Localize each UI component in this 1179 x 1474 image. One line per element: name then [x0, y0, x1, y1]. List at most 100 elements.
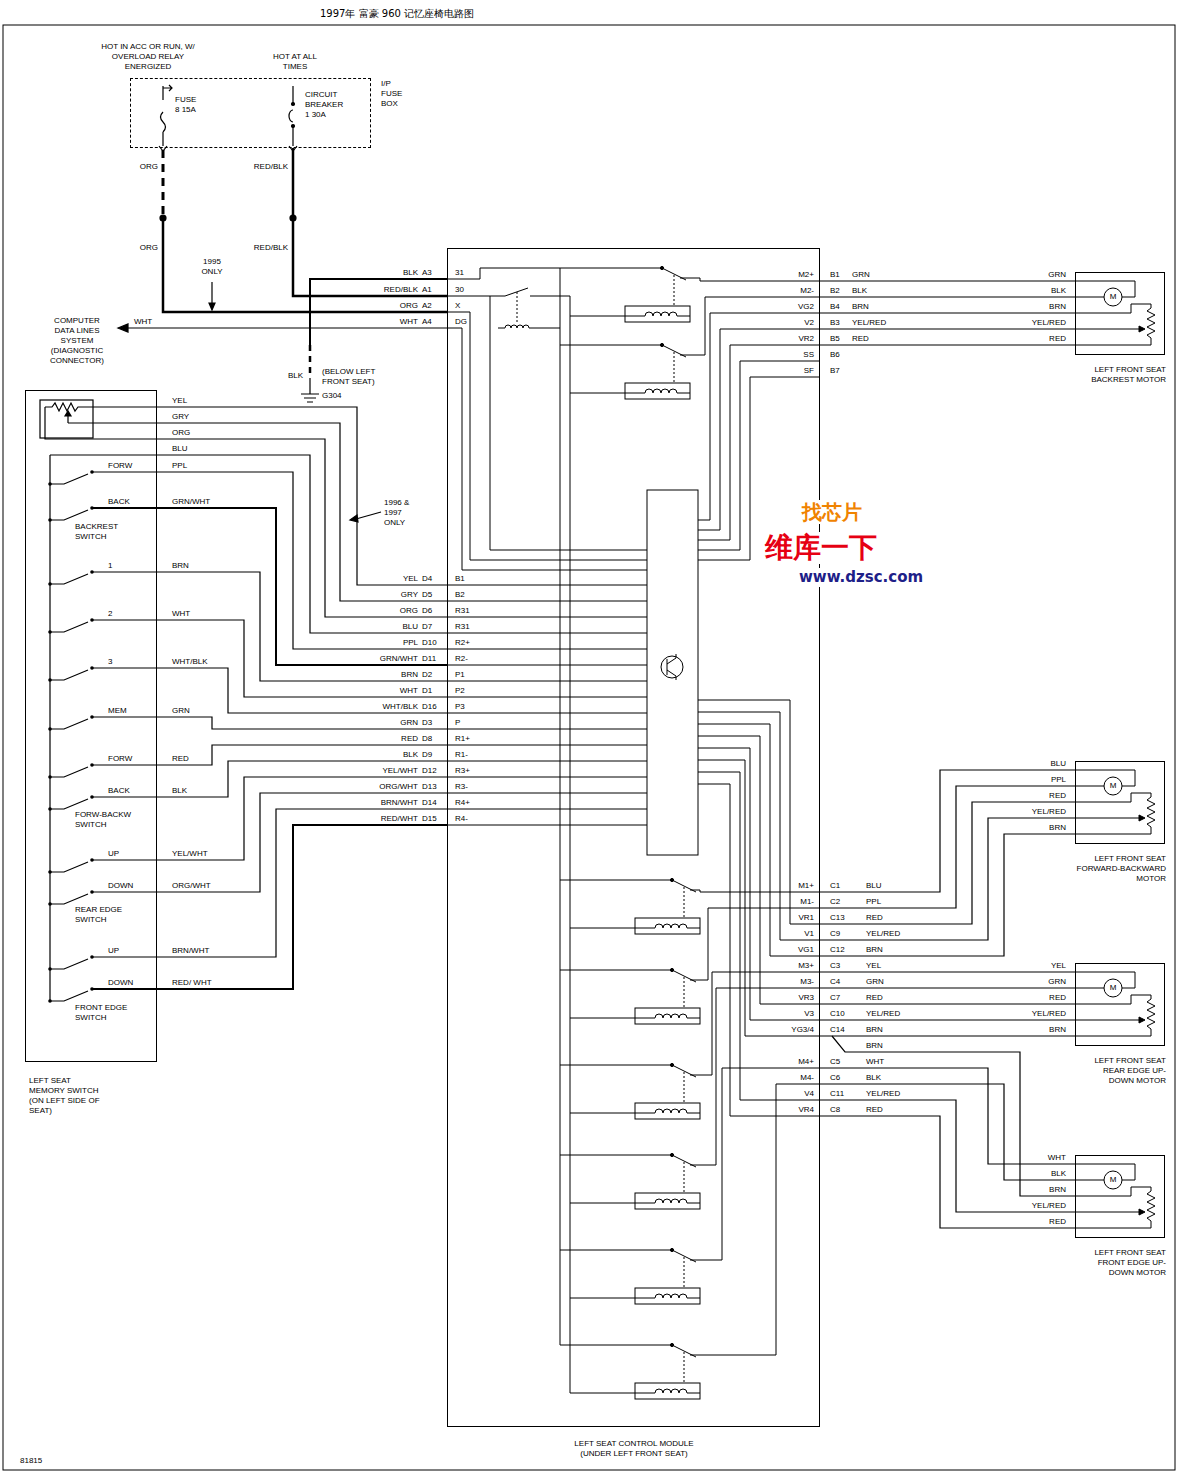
module-internals — [635, 968, 700, 1024]
wire-label: BRN — [1049, 302, 1066, 312]
wire-label: R3- — [455, 782, 468, 792]
pin-number: D6 — [422, 606, 432, 616]
module-internals — [560, 268, 570, 1393]
pin-number: D14 — [422, 798, 437, 808]
pin-number: D13 — [422, 782, 437, 792]
wire-connector — [820, 1068, 1075, 1164]
pin-number: B2 — [830, 286, 840, 296]
wire-label: ORG/WHT — [379, 782, 418, 792]
wire-label: GRN — [866, 977, 884, 987]
switch-wiring — [48, 902, 52, 906]
module-internals — [647, 490, 698, 855]
module-internals — [625, 343, 690, 399]
wire-label: RED — [172, 754, 189, 764]
wire-label: WHT — [400, 686, 418, 696]
wire-label: UP — [108, 946, 119, 956]
switch-wiring — [48, 582, 52, 586]
wire-label: VR2 — [798, 334, 814, 344]
motor-wiring — [820, 281, 1155, 1228]
wire-label: PPL — [403, 638, 418, 648]
wire-label: R1- — [455, 750, 468, 760]
module-internals — [698, 700, 820, 1116]
wire-label: V4 — [804, 1089, 814, 1099]
pin-number: D5 — [422, 590, 432, 600]
wire-label: BLK — [403, 750, 418, 760]
wire-label: FORW — [108, 754, 132, 764]
motor-box: LEFT FRONT SEAT BACKREST MOTOR — [1075, 272, 1165, 355]
power-feed — [301, 378, 319, 402]
pin-number: C12 — [830, 945, 845, 955]
module-internals — [447, 312, 647, 560]
pin-number: B7 — [830, 366, 840, 376]
wire-label: WHT — [400, 317, 418, 327]
pin-number: B3 — [830, 318, 840, 328]
power-feed — [211, 282, 212, 304]
wire-label: BLK — [403, 268, 418, 278]
wire-connector — [820, 971, 1075, 972]
switch-wiring — [48, 999, 52, 1003]
wire-label: BLK — [852, 286, 867, 296]
switch-wiring — [40, 400, 447, 1003]
switch-wiring — [45, 407, 447, 617]
module-internals — [667, 654, 676, 680]
wire-label: GRN — [1048, 270, 1066, 280]
wire-label: YG3/4 — [791, 1025, 814, 1035]
pin-number: D9 — [422, 750, 432, 760]
module-internals — [490, 296, 647, 550]
wire-label: SS — [803, 350, 814, 360]
wire-label: YEL — [1051, 961, 1066, 971]
pin-number: C13 — [830, 913, 845, 923]
wire-label: BLK — [866, 1073, 881, 1083]
wire-label: RED — [1049, 993, 1066, 1003]
watermark: www.dzsc.com — [797, 568, 925, 587]
wire-label: GRN — [172, 706, 190, 716]
wire-label: R1+ — [455, 734, 470, 744]
pin-number: B5 — [830, 334, 840, 344]
wire-label: UP — [108, 849, 119, 859]
wire-label: WHT — [1048, 1153, 1066, 1163]
pin-number: C4 — [830, 977, 840, 987]
wire-label: 3 — [108, 657, 112, 667]
wire-label: BRN — [401, 670, 418, 680]
module-internals — [625, 266, 690, 322]
pin-number: C10 — [830, 1009, 845, 1019]
wire-connector — [293, 148, 447, 296]
switch-wiring — [48, 518, 52, 522]
module-internals — [560, 316, 640, 393]
wire-label: WHT — [134, 317, 152, 327]
wire-label: RED — [866, 993, 883, 1003]
wire-label: BRN — [1049, 823, 1066, 833]
wire-label: YEL/RED — [866, 1009, 900, 1019]
wire-connector — [157, 717, 447, 729]
switch-wiring — [92, 508, 447, 665]
power-feed — [209, 303, 215, 310]
wire-label: V1 — [804, 929, 814, 939]
wire-label: 30 — [455, 285, 464, 295]
wire-label: V3 — [804, 1009, 814, 1019]
wire-label: R4+ — [455, 798, 470, 808]
note-text: FORW-BACKW SWITCH — [75, 810, 137, 830]
pin-number: A4 — [422, 317, 432, 327]
motor-wiring — [1075, 972, 1155, 1036]
module-internals — [635, 1153, 700, 1209]
pin-number: D16 — [422, 702, 437, 712]
component-name: LEFT FRONT SEAT FORWARD-BACKWARD MOTOR — [1064, 854, 1166, 884]
wire-label: 1 — [108, 561, 112, 571]
motor-wiring — [1075, 281, 1155, 345]
wire-label: PPL — [1051, 775, 1066, 785]
wire-label: P2 — [455, 686, 465, 696]
component-name: I/P FUSE BOX — [381, 79, 413, 109]
wire-label: ORG — [400, 606, 418, 616]
wire-label: 31 — [455, 268, 464, 278]
pin-number: B2 — [455, 590, 465, 600]
fuse-box: I/P FUSE BOX — [130, 78, 371, 148]
switch-wiring — [48, 678, 52, 682]
switch-wiring — [92, 472, 447, 649]
switch-wiring — [48, 807, 52, 811]
note-text: RED/ WHT — [172, 978, 212, 988]
module-internals — [560, 880, 650, 1393]
wire-label: DG — [455, 317, 467, 327]
pin-number: D4 — [422, 574, 432, 584]
wire-label: G304 — [322, 391, 342, 401]
